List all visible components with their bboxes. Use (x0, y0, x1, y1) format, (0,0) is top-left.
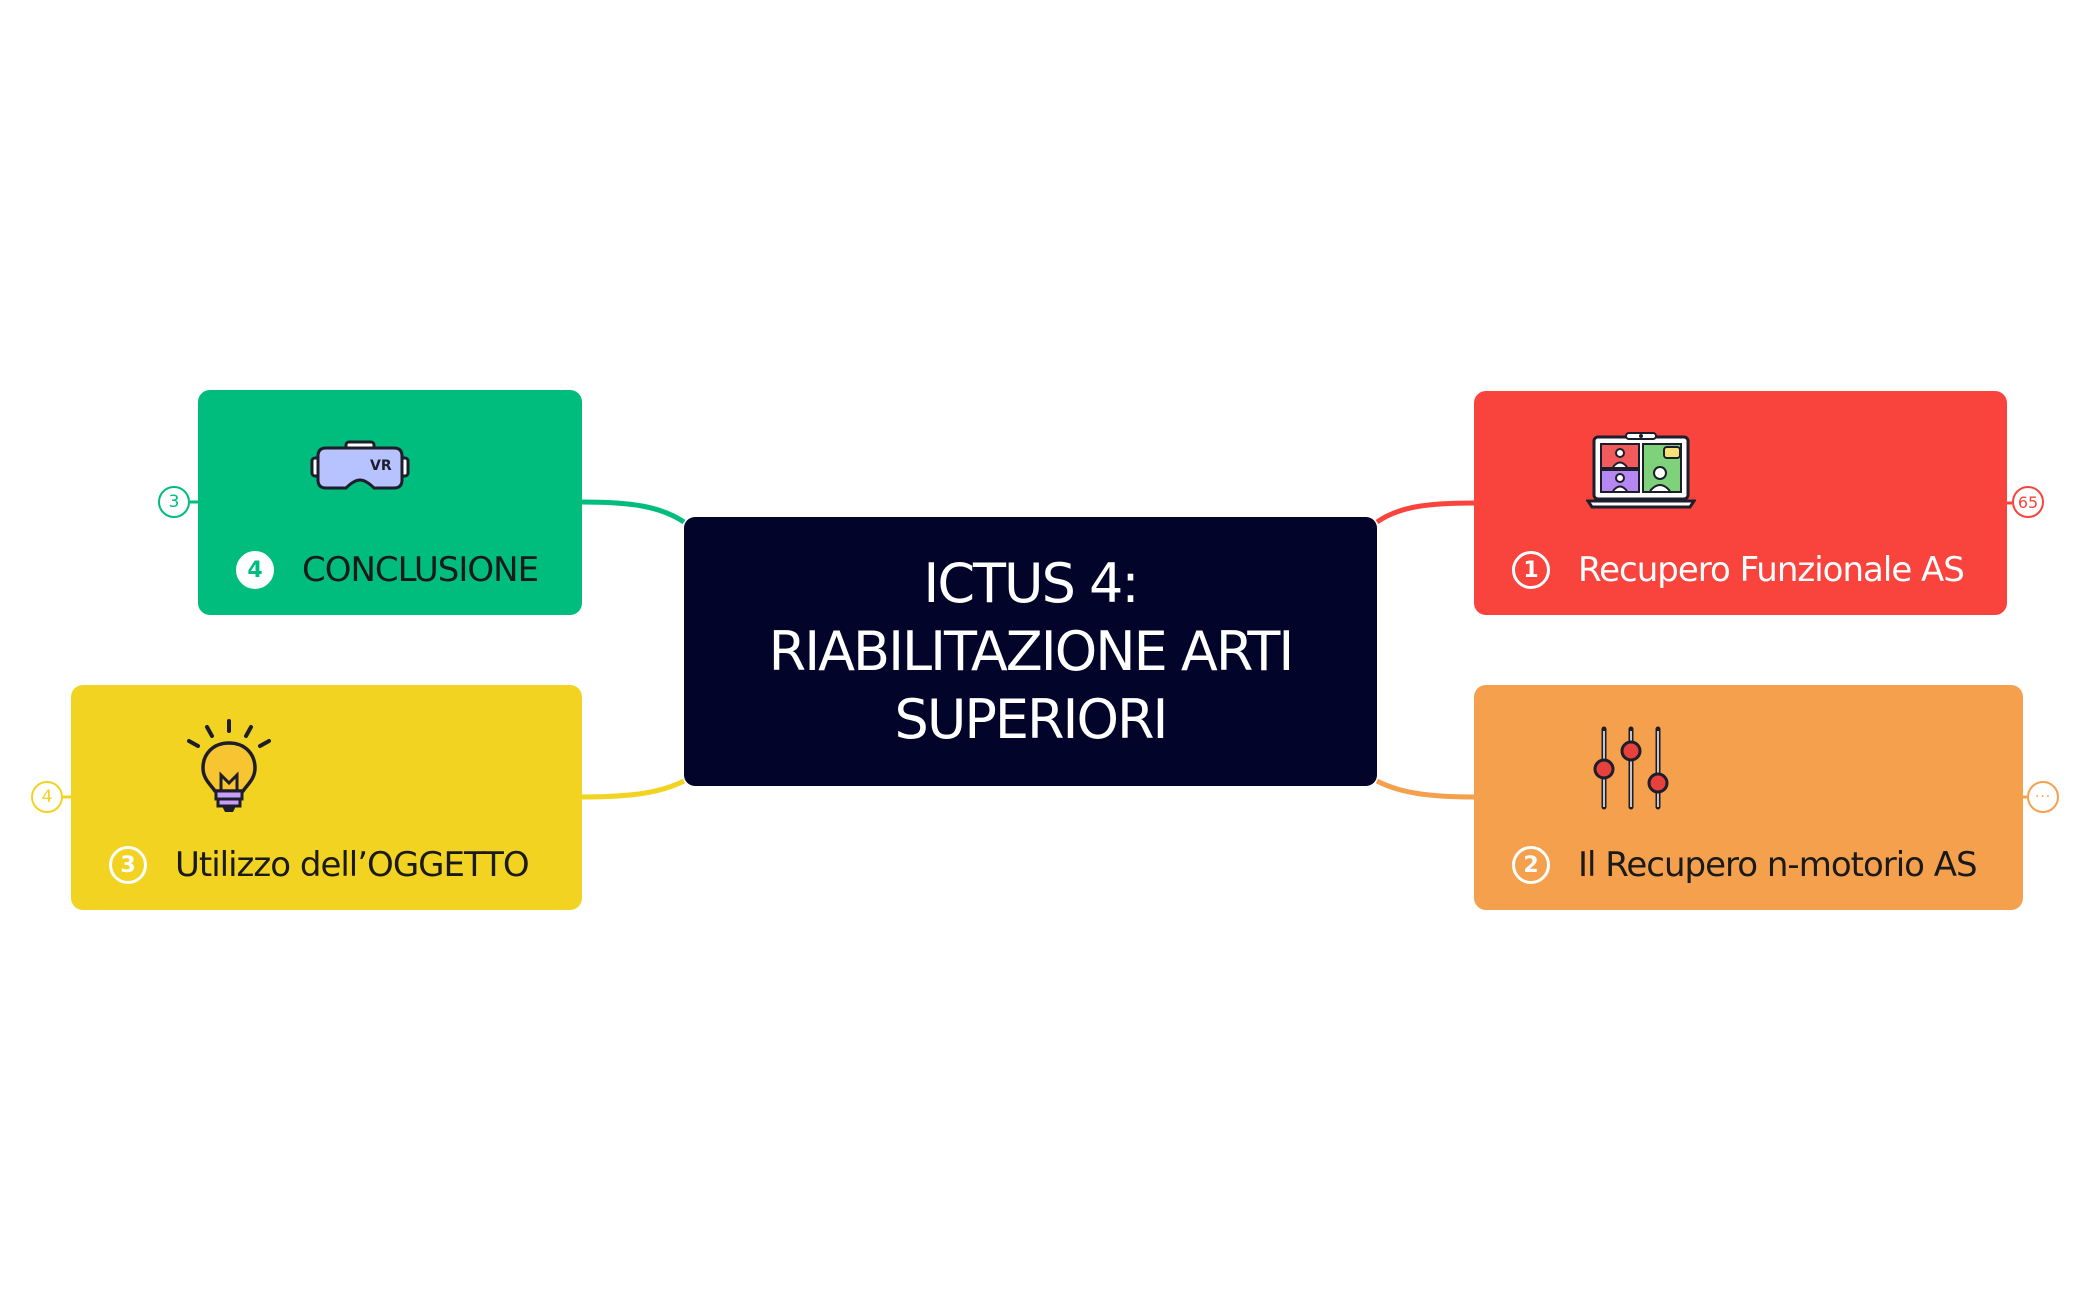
branch-recupero-neuromotorio[interactable]: 2 Il Recupero n-motorio AS (1474, 685, 2023, 910)
connector-branch-4 (581, 499, 686, 525)
branch-number-badge: 4 (236, 551, 274, 589)
video-call-laptop-icon (1585, 431, 1697, 516)
collapsed-children-more-badge[interactable]: ··· (2027, 781, 2059, 813)
branch-label: CONCLUSIONE (302, 550, 539, 590)
branch-recupero-funzionale[interactable]: 1 Recupero Funzionale AS (1474, 391, 2007, 615)
branch-label: Utilizzo dell’OGGETTO (175, 845, 530, 885)
vr-headset-icon: VR (310, 440, 410, 501)
branch-label-row: 3 Utilizzo dell’OGGETTO (109, 845, 530, 885)
connector-branch-3 (581, 778, 686, 800)
branch-number-badge: 3 (109, 846, 147, 884)
vr-headset-icon-text: VR (370, 458, 392, 474)
branch-number-badge: 1 (1512, 551, 1550, 589)
branch-label-row: 4 CONCLUSIONE (236, 550, 539, 590)
central-topic-title: ICTUS 4: RIABILITAZIONE ARTI SUPERIORI (768, 551, 1295, 751)
branch-utilizzo-oggetto[interactable]: 3 Utilizzo dell’OGGETTO (71, 685, 582, 910)
connector-branch-2 (1375, 778, 1475, 800)
collapsed-children-count-badge[interactable]: 3 (158, 486, 190, 518)
connector-branch-1 (1375, 500, 1475, 525)
branch-label-row: 2 Il Recupero n-motorio AS (1512, 845, 1978, 885)
central-topic[interactable]: ICTUS 4: RIABILITAZIONE ARTI SUPERIORI (684, 517, 1377, 786)
collapsed-children-count-badge[interactable]: 4 (31, 781, 63, 813)
branch-conclusione[interactable]: VR 4 CONCLUSIONE (198, 390, 582, 615)
lightbulb-icon (183, 719, 275, 824)
collapsed-children-count-badge[interactable]: 65 (2012, 486, 2044, 518)
branch-label: Recupero Funzionale AS (1578, 550, 1965, 590)
branch-number-badge: 2 (1512, 846, 1550, 884)
sliders-icon (1586, 723, 1676, 818)
branch-label: Il Recupero n-motorio AS (1578, 845, 1978, 885)
branch-label-row: 1 Recupero Funzionale AS (1512, 550, 1965, 590)
